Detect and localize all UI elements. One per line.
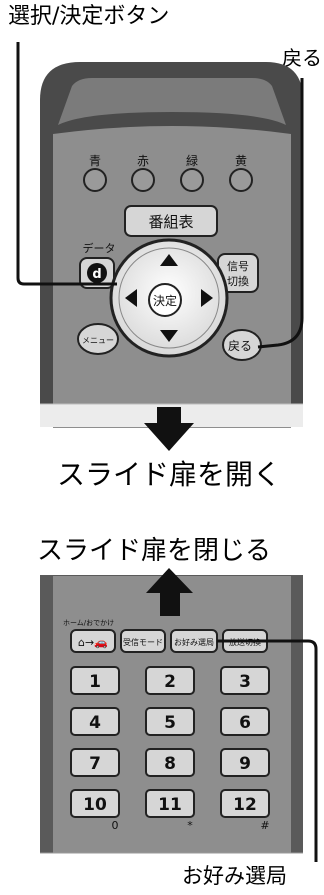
number-button-6[interactable]: 6: [220, 707, 270, 736]
dpad[interactable]: 決定: [109, 238, 229, 358]
down-arrow-icon: [160, 330, 178, 342]
number-button-8[interactable]: 8: [145, 748, 195, 777]
enter-button-label: 決定: [153, 293, 177, 308]
number-button-11[interactable]: 11: [145, 789, 195, 818]
d-button[interactable]: d: [79, 257, 115, 289]
menu-button-label: メニュー: [82, 336, 114, 345]
number-button-label: 4: [89, 713, 101, 733]
favorite-station-label: お好み選局: [182, 864, 287, 888]
home-car-icon: ⌂→🚗: [78, 636, 108, 649]
number-button-12[interactable]: 12: [220, 789, 270, 818]
number-button-label: 3: [239, 672, 251, 692]
number-button-7[interactable]: 7: [70, 748, 120, 777]
back-callout-line: [257, 78, 304, 349]
enter-button[interactable]: [148, 283, 182, 317]
number-button-label: 1: [89, 672, 101, 692]
blue-button[interactable]: [83, 168, 107, 192]
signal-switch-label-2: 切換: [227, 275, 249, 288]
favorite-callout-line: [217, 639, 318, 862]
number-button-3[interactable]: 3: [220, 666, 270, 695]
number-button-10[interactable]: 10: [70, 789, 120, 818]
red-button[interactable]: [131, 168, 155, 192]
favorite-station-button[interactable]: お好み選局: [170, 629, 218, 653]
reception-mode-label: 受信モード: [123, 637, 163, 647]
open-door-caption: スライド扉を開く: [57, 458, 282, 491]
number-button-label: 8: [164, 754, 176, 774]
number-button-label: 11: [158, 795, 182, 815]
favorite-station-button-label: お好み選局: [174, 637, 214, 647]
signal-switch-label-1: 信号: [227, 260, 249, 273]
back-button[interactable]: 戻る: [222, 329, 262, 361]
number-button-label: 10: [83, 795, 107, 815]
number-button-2[interactable]: 2: [145, 666, 195, 695]
sub-symbol-label: *: [187, 819, 193, 832]
sub-symbol-label: 0: [112, 819, 119, 832]
color-label-blue: 青: [89, 154, 101, 168]
number-button-label: 2: [164, 672, 176, 692]
sub-symbol-label: #: [260, 819, 269, 832]
home-button[interactable]: ⌂→🚗: [70, 629, 116, 653]
close-door-caption: スライド扉を閉じる: [37, 536, 272, 566]
number-button-label: 9: [239, 754, 251, 774]
number-button-5[interactable]: 5: [145, 707, 195, 736]
home-label: ホーム/おでかけ: [63, 619, 114, 627]
color-label-red: 赤: [137, 154, 149, 168]
reception-mode-button[interactable]: 受信モード: [120, 629, 166, 653]
guide-button[interactable]: 番組表: [124, 205, 218, 237]
right-arrow-icon: [201, 289, 213, 307]
menu-button[interactable]: メニュー: [77, 323, 119, 355]
select-confirm-label: 選択/決定ボタン: [8, 4, 170, 29]
color-buttons: 青 赤 緑 黄: [83, 153, 253, 192]
left-arrow-icon: [125, 289, 137, 307]
up-arrow-icon: [160, 254, 178, 266]
color-label-yellow: 黄: [235, 154, 247, 168]
up-big-arrow-icon: [146, 568, 193, 616]
number-button-label: 12: [233, 795, 257, 815]
number-button-label: 7: [89, 754, 101, 774]
data-label: データ: [83, 241, 116, 255]
number-button-4[interactable]: 4: [70, 707, 120, 736]
signal-switch-button[interactable]: 信号 切換: [217, 253, 259, 293]
number-button-9[interactable]: 9: [220, 748, 270, 777]
number-button-1[interactable]: 1: [70, 666, 120, 695]
d-button-label: d: [92, 267, 101, 282]
number-button-label: 6: [239, 713, 251, 733]
yellow-button[interactable]: [229, 168, 253, 192]
number-button-label: 5: [164, 713, 176, 733]
green-button[interactable]: [180, 168, 204, 192]
back-button-label: 戻る: [228, 339, 252, 353]
guide-button-label: 番組表: [148, 213, 193, 231]
select-callout-line: [16, 42, 117, 286]
back-label: 戻る: [282, 46, 322, 70]
color-label-green: 緑: [186, 153, 198, 168]
down-big-arrow-icon: [144, 407, 194, 451]
